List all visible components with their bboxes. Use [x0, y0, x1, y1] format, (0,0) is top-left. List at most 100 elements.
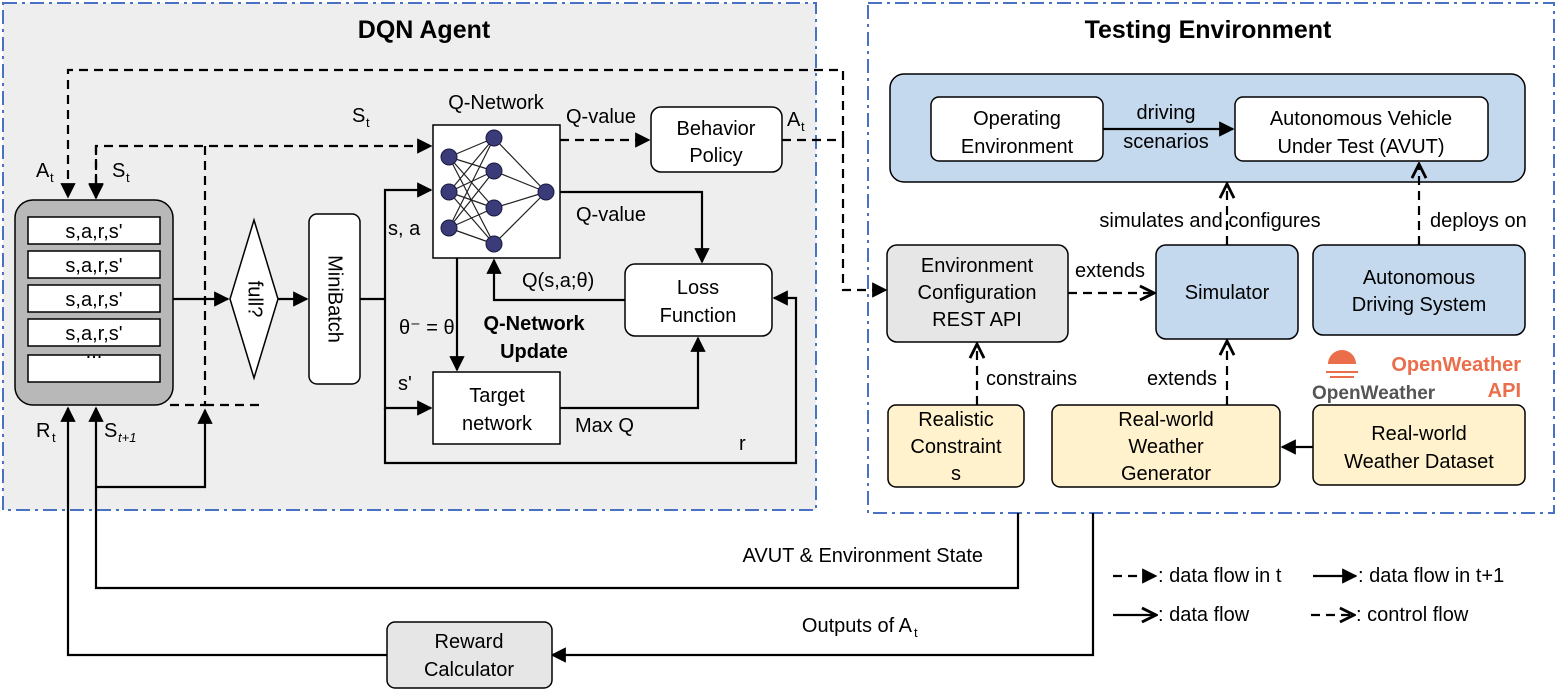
simulator-box: Simulator: [1155, 244, 1299, 340]
target-network-box: Target network: [432, 371, 561, 445]
ads-box: Autonomous Driving System: [1312, 244, 1526, 336]
r-t-label: R t: [36, 420, 56, 445]
s-t-text: S: [112, 160, 125, 182]
q-network-label: Q-Network: [448, 92, 545, 114]
simulator-label: Simulator: [1185, 282, 1270, 304]
env-config-box: Environment Configuration REST API: [886, 244, 1069, 343]
next-state-arrow: [96, 408, 213, 489]
avut-env-state-label: AVUT & Environment State: [743, 545, 983, 567]
q-value-top-label: Q-value: [566, 106, 636, 128]
constrains-label: constrains: [986, 368, 1077, 390]
env-state-feedback-arrow: [88, 406, 1020, 590]
s-t1-label: S t+1: [104, 420, 136, 445]
loss-function-box: Loss Function: [624, 263, 773, 337]
outputs-to-reward-arrow: [550, 513, 1095, 663]
a-t-subscript: t: [50, 170, 54, 185]
outputs-of-at-label: Outputs of A t: [802, 615, 918, 640]
openweather-logo-text: OpenWeather: [1312, 383, 1436, 404]
operating-environment-label: Environment: [961, 136, 1074, 158]
driving-scenarios-label: driving: [1137, 102, 1196, 124]
replay-item-label: s,a,r,s': [65, 323, 122, 345]
s-t-subscript: t: [366, 115, 370, 130]
weather-generator-label: Weather: [1128, 436, 1204, 458]
max-q-label: Max Q: [575, 415, 634, 437]
reward-to-loss-arrow: [383, 290, 798, 465]
a-t-right-label: A t: [787, 109, 805, 134]
openweather-logo: OpenWeather: [1312, 350, 1436, 404]
operating-environment-box: Operating Environment: [930, 96, 1104, 162]
r-t-subscript: t: [52, 430, 56, 445]
weather-generator-label: Generator: [1121, 463, 1211, 485]
reward-to-memory-arrow: [60, 406, 387, 657]
env-config-label: Environment: [921, 255, 1034, 277]
replay-item: [27, 354, 161, 383]
legend-data-flow-label: : data flow: [1158, 604, 1250, 626]
legend-control-flow-label: : control flow: [1356, 604, 1469, 626]
s-t-subscript: t: [126, 170, 130, 185]
loss-to-qnet-arrow: [486, 258, 625, 302]
avut-box: Autonomous Vehicle Under Test (AVUT): [1234, 96, 1489, 162]
replay-item-label: s,a,r,s': [65, 255, 122, 277]
replay-item-label: s,a,r,s': [65, 289, 122, 311]
a-t-text: A: [787, 109, 801, 131]
q-network-update-label: Update: [500, 341, 568, 363]
testing-environment-title: Testing Environment: [1085, 16, 1332, 44]
reward-calculator-label: Calculator: [424, 659, 514, 681]
ads-label: Driving System: [1352, 294, 1486, 316]
weather-generator-label: Real-world: [1118, 409, 1214, 431]
maxq-to-loss-arrow: [560, 336, 706, 410]
env-config-label: REST API: [932, 309, 1022, 331]
q-network-update-label: Q-Network: [483, 313, 585, 335]
weather-generator-box: Real-world Weather Generator: [1051, 404, 1281, 488]
deploys-on-label: deploys on: [1430, 210, 1527, 232]
replay-item-label: ...: [86, 341, 103, 363]
legend-dash-label: : data flow in t: [1158, 565, 1282, 587]
neural-net-icon: [440, 129, 555, 253]
behavior-policy-box: Behavior Policy: [650, 106, 783, 173]
driving-scenarios-label: scenarios: [1123, 131, 1209, 153]
replay-item: [27, 216, 161, 245]
s-prime-label: s': [398, 373, 412, 395]
operating-environment-label: Operating: [973, 108, 1061, 130]
env-config-label: Configuration: [918, 282, 1037, 304]
replay-item-label: s,a,r,s': [65, 221, 122, 243]
legend-solid-label: : data flow in t+1: [1358, 565, 1504, 587]
weather-dataset-label: Real-world: [1371, 423, 1467, 445]
a-t-subscript: t: [801, 119, 805, 134]
target-network-label: Target: [469, 385, 525, 407]
behavior-policy-label: Policy: [689, 145, 742, 167]
realistic-constraints-box: Realistic Constraint s: [887, 404, 1025, 488]
reward-calculator-label: Reward: [435, 631, 504, 653]
replay-item: [27, 250, 161, 279]
q-value-mid-label: Q-value: [576, 204, 646, 226]
minibatch-to-qnet-arrow: [360, 182, 433, 301]
openweather-api-label: OpenWeather: [1391, 354, 1521, 376]
full-check-label: full?: [244, 281, 266, 318]
ads-label: Autonomous: [1363, 267, 1475, 289]
replay-memory: s,a,r,s' s,a,r,s' s,a,r,s' s,a,r,s' ...: [14, 199, 174, 406]
s-t1-subscript: t+1: [118, 430, 136, 445]
s-t1-text: S: [104, 420, 117, 442]
outputs-of-text: Outputs of A: [802, 615, 913, 637]
weather-dataset-box: Real-world Weather Dataset: [1312, 404, 1526, 486]
realistic-constraints-label: Realistic: [918, 409, 994, 431]
minibatch-box: MiniBatch: [308, 213, 361, 385]
weather-dataset-label: Weather Dataset: [1344, 451, 1494, 473]
s-t-top-label: S t: [352, 105, 370, 130]
extends-label-2: extends: [1147, 368, 1217, 390]
outputs-of-subscript: t: [914, 625, 918, 640]
replay-item: [27, 284, 161, 313]
replay-item: [27, 318, 161, 347]
minibatch-label: MiniBatch: [324, 255, 346, 343]
simulates-label: simulates and configures: [1099, 210, 1320, 232]
behavior-policy-label: Behavior: [677, 118, 756, 140]
target-network-label: network: [462, 413, 533, 435]
a-t-text: A: [36, 160, 50, 182]
full-check-diamond: full?: [229, 217, 279, 381]
s-a-label: s, a: [388, 218, 421, 240]
realistic-constraints-label: Constraint: [910, 436, 1002, 458]
loss-function-label: Loss: [677, 277, 719, 299]
s-t-text: S: [352, 105, 365, 127]
reward-calculator-box: Reward Calculator: [386, 621, 553, 689]
